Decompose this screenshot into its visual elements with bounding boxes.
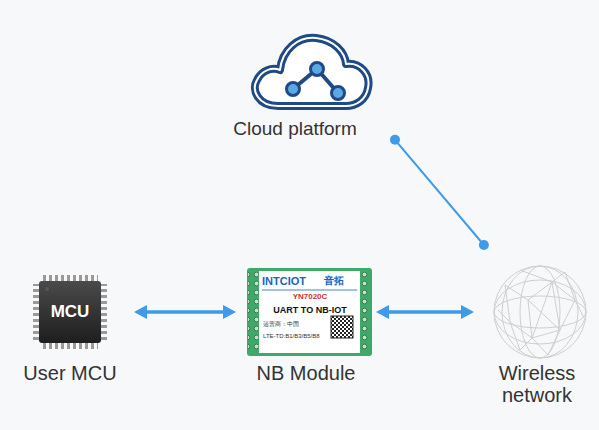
connector-dot xyxy=(479,240,489,250)
cloud-network-dot xyxy=(332,87,345,100)
module-node: INTCIOT音拓 YN7020C UART TO NB-IOT 运营商：中国 LTE-… xyxy=(240,262,372,392)
connector xyxy=(376,305,474,319)
node-label: NB Module xyxy=(240,362,372,384)
module-function: UART TO NB-IOT xyxy=(260,305,360,315)
qr-code xyxy=(331,316,353,338)
pin-header xyxy=(248,272,258,352)
cloud-icon xyxy=(255,38,369,106)
pin-header xyxy=(361,272,371,352)
globe-mesh xyxy=(498,310,560,355)
sticker-rule xyxy=(262,290,357,291)
pcb xyxy=(247,268,372,356)
module-label-sticker xyxy=(259,271,360,353)
chip-pin1-mark xyxy=(45,287,49,291)
arrow-head xyxy=(223,305,236,319)
cloud-outline xyxy=(255,38,369,106)
globe-mesh xyxy=(528,282,560,338)
cloud-network-dot xyxy=(311,63,324,76)
cloud-network-dot xyxy=(287,83,300,96)
globe-mesh xyxy=(505,282,575,338)
globe-outline xyxy=(494,266,586,358)
model-number: YN7020C xyxy=(260,293,360,302)
globe-mesh xyxy=(520,270,584,318)
mcu-node: MCU User MCU xyxy=(10,262,130,392)
connector-line xyxy=(395,140,484,245)
globe-parallel xyxy=(494,280,586,344)
connector-dot xyxy=(390,135,400,145)
connector xyxy=(390,135,489,250)
arrow-head xyxy=(461,305,474,319)
connector-line xyxy=(386,310,464,314)
connector xyxy=(134,305,236,319)
cloud-inner-line xyxy=(255,38,369,106)
operator-note: 运营商：中国 xyxy=(263,321,329,328)
globe-parallel xyxy=(494,296,586,328)
chip-marking: MCU xyxy=(30,302,110,321)
arrow-head xyxy=(376,305,389,319)
node-label: User MCU xyxy=(10,362,130,384)
cloud-node: Cloud platform xyxy=(215,22,395,145)
node-label: Cloud platform xyxy=(205,118,385,139)
band-note: LTE-TD:B1/B3/B5/B8 xyxy=(263,333,331,340)
wireless-node: Wireless network xyxy=(478,245,596,410)
wireless-globe xyxy=(494,266,586,358)
brand-logo: INTCIOT xyxy=(262,275,322,287)
node-label: Wireless network xyxy=(487,362,587,406)
nb-module-board xyxy=(247,268,372,356)
brand-name: 音拓 xyxy=(324,275,358,286)
connector-line xyxy=(144,310,226,314)
arrow-head xyxy=(134,305,147,319)
